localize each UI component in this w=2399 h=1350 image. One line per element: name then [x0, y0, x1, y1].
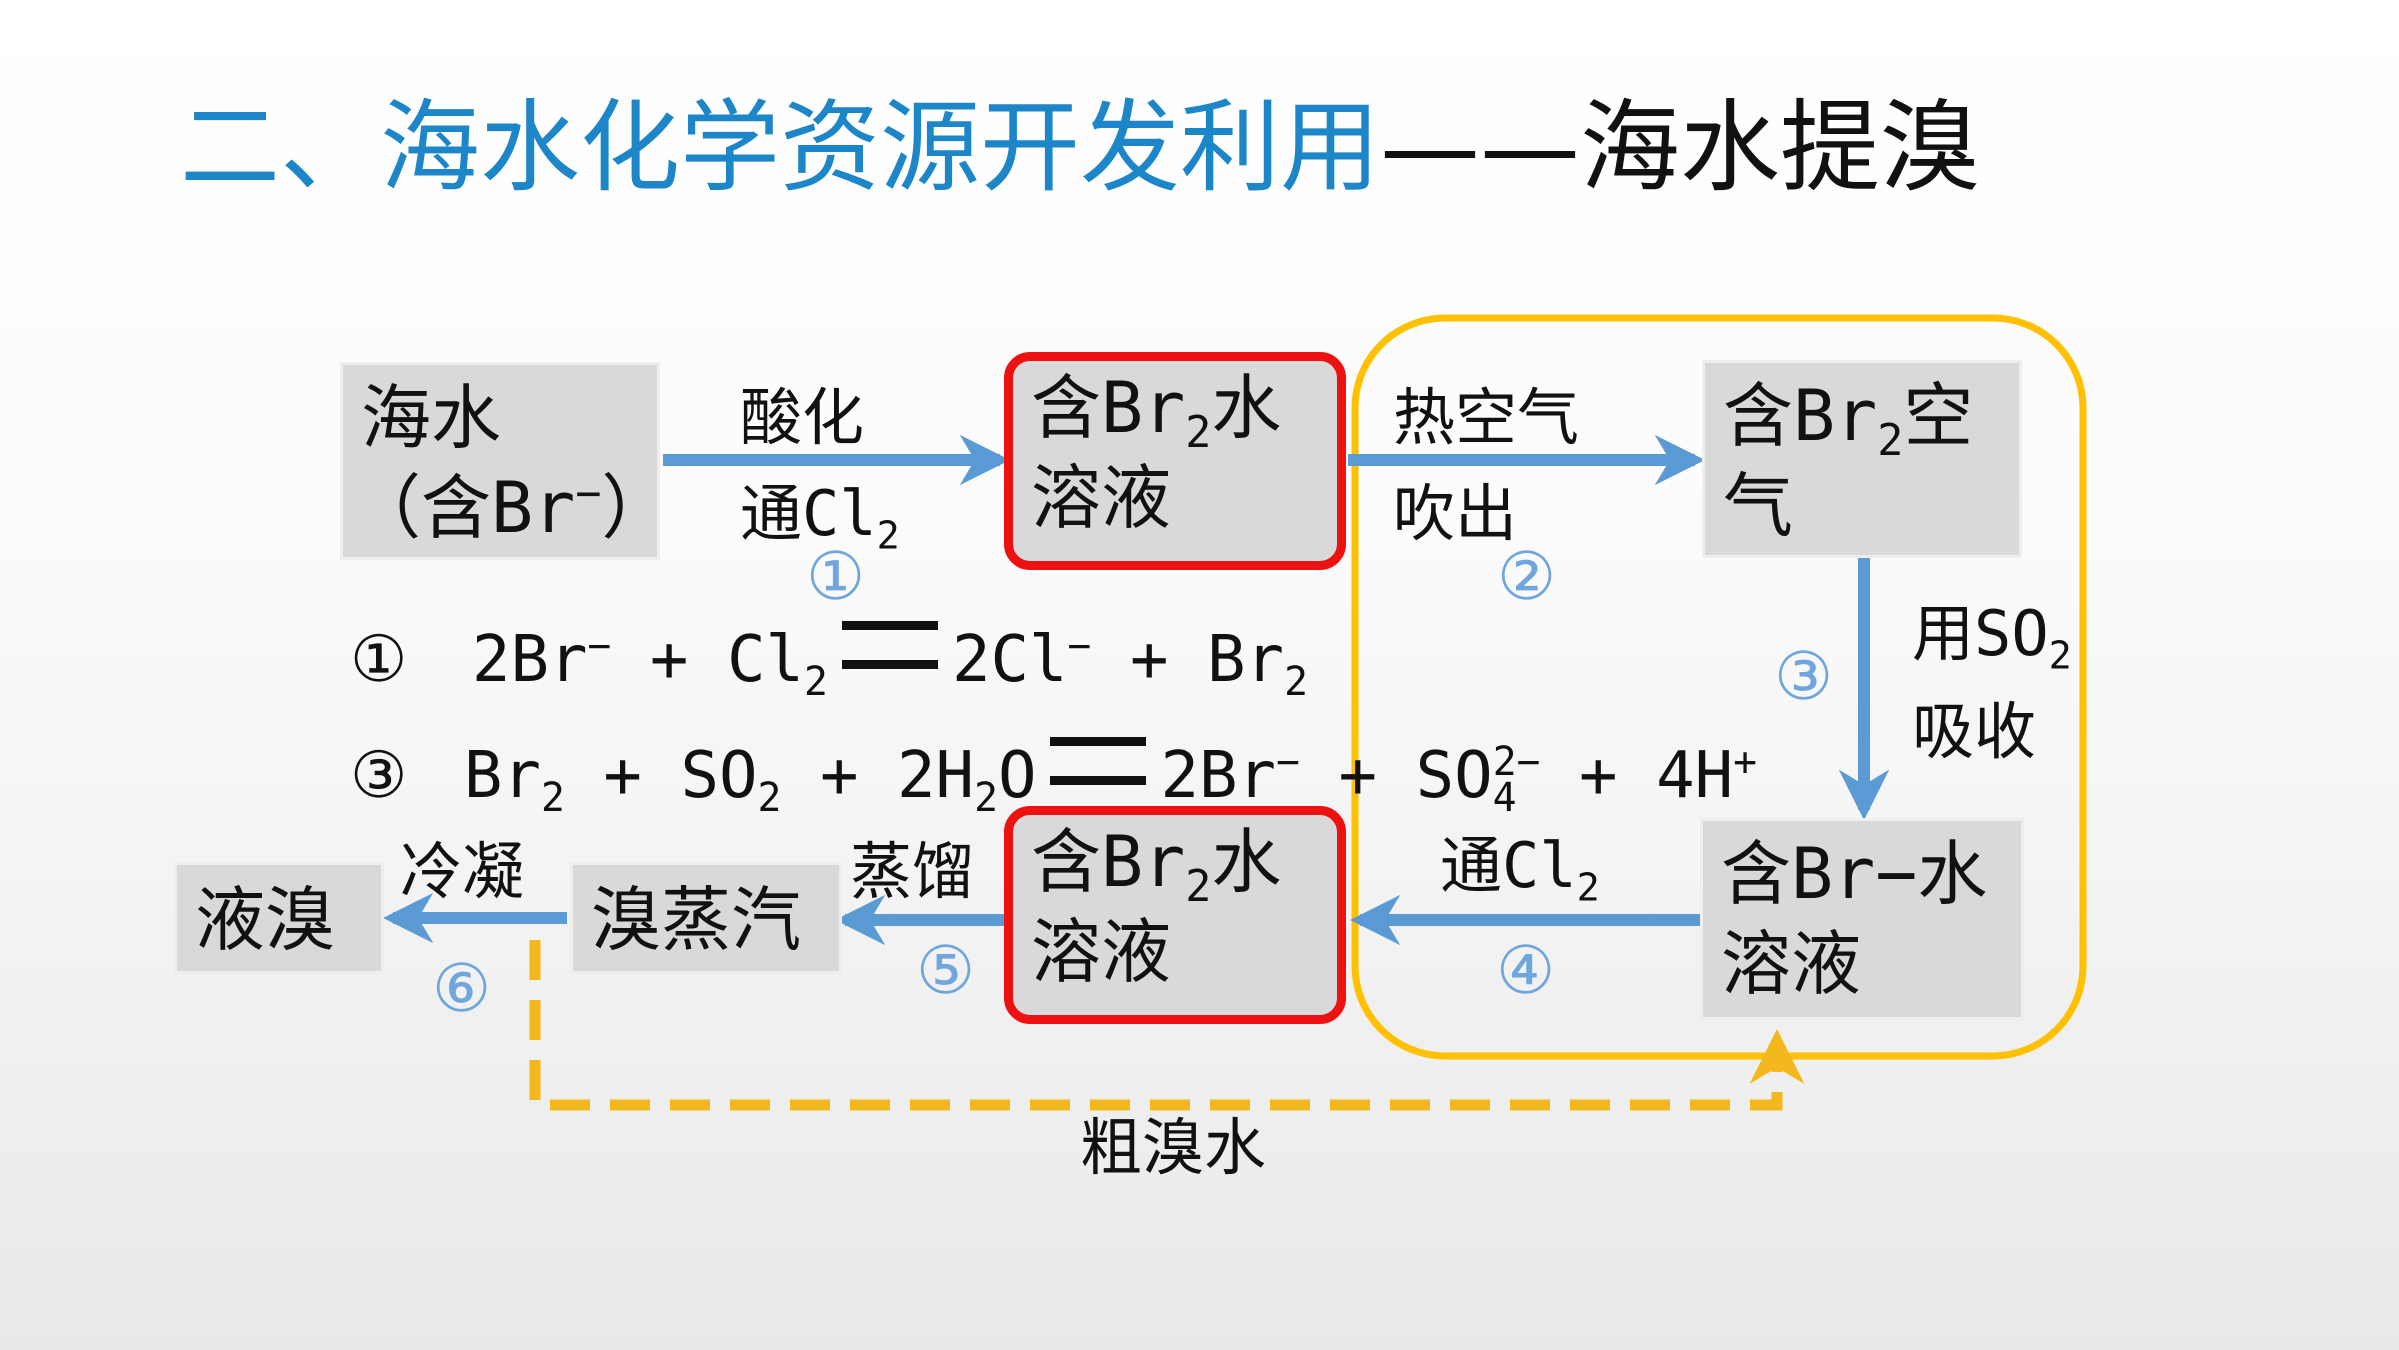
hot-air-label: 热空气 [1393, 381, 1580, 454]
double-line-equals [1050, 737, 1147, 785]
bromine-vapor-label: 溴蒸汽 [591, 879, 801, 961]
blow-out-label: 吹出 [1393, 477, 1518, 550]
title-main: 二、海水化学资源开发利用 [180, 89, 1380, 206]
solution-label: 溶液 [1031, 457, 1171, 539]
liquid-bromine-box: 液溴 [174, 862, 384, 974]
br2-water-label: 含Br2水 [1031, 821, 1282, 913]
so2-label: 用SO2 [1912, 597, 2072, 679]
liquid-bromine-label: 液溴 [195, 879, 335, 961]
step-number-1: ① [806, 538, 866, 615]
absorb-label: 吸收 [1912, 695, 2037, 768]
br2-air-box: 含Br2空 气 [1702, 360, 2022, 558]
bromide-water-label: 含Br−水 [1721, 833, 1988, 915]
bromide-water-solution-box: 含Br−水 溶液 [1700, 818, 2024, 1020]
br2-water-label: 含Br2水 [1031, 367, 1282, 459]
br2-water-solution-bottom-box: 含Br2水 溶液 [1004, 806, 1346, 1024]
seawater-bromide-label: （含Br−） [351, 467, 672, 549]
step-number-5: ⑤ [916, 932, 976, 1009]
br2-water-solution-top-box: 含Br2水 溶液 [1004, 352, 1346, 570]
page-title: 二、海水化学资源开发利用——海水提溴 [180, 88, 1980, 208]
distill-label: 蒸馏 [850, 835, 975, 908]
acidify-label: 酸化 [740, 381, 865, 454]
seawater-box: 海水 （含Br−） [340, 362, 672, 560]
step-number-6: ⑥ [432, 950, 492, 1027]
seawater-label: 海水 [361, 377, 501, 459]
air-label: 气 [1723, 465, 1793, 547]
step-number-3: ③ [1774, 638, 1834, 715]
condense-label: 冷凝 [400, 835, 525, 908]
br2-air-label: 含Br2空 [1723, 375, 1974, 467]
crude-bromine-water-label: 粗溴水 [1080, 1111, 1267, 1184]
step-number-4: ④ [1496, 932, 1556, 1009]
solution-label: 溶液 [1721, 923, 1861, 1005]
crude-bromine-recycle-path [529, 940, 1805, 1111]
cycle-loop-outline [1351, 314, 2087, 1060]
solution-label: 溶液 [1031, 911, 1171, 993]
title-sub: ——海水提溴 [1380, 89, 1980, 206]
add-chlorine-label: 通Cl2 [740, 477, 900, 559]
add-chlorine-label-2: 通Cl2 [1440, 829, 1600, 911]
double-line-equals [841, 621, 938, 669]
step-number-2: ② [1497, 538, 1557, 615]
bromine-vapor-box: 溴蒸汽 [570, 862, 842, 974]
